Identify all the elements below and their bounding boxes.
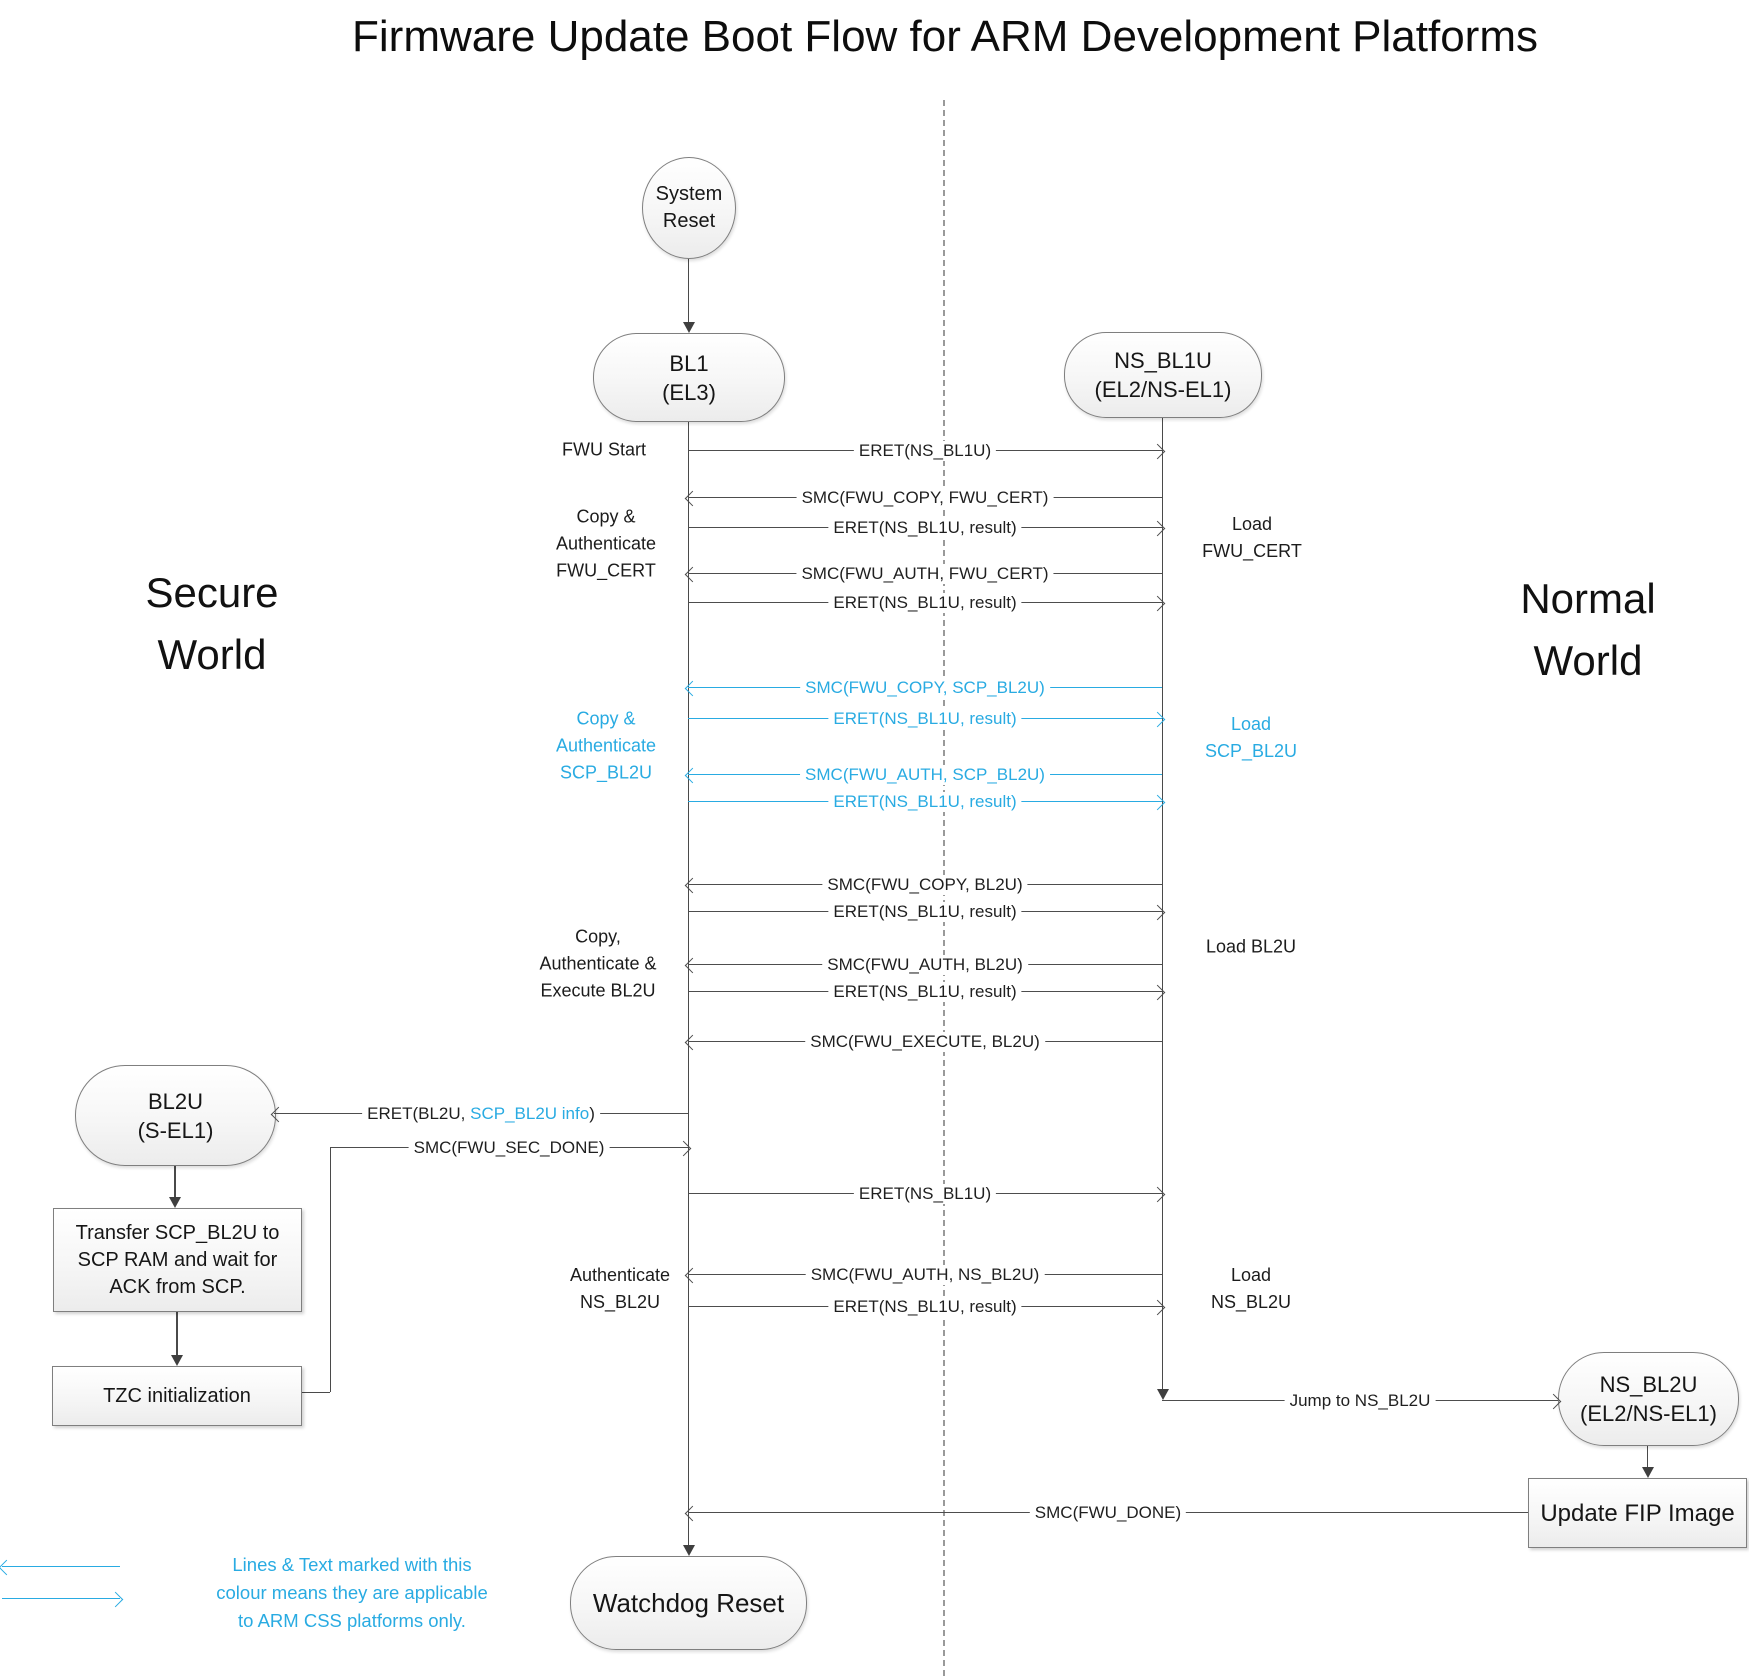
message-label: Jump to NS_BL2U <box>1284 1391 1436 1411</box>
node-bl1: BL1 (EL3) <box>593 333 785 422</box>
node-update-fip-label: Update FIP Image <box>1540 1499 1735 1527</box>
legend-arrow-left <box>2 1566 120 1567</box>
msg-eret-result-6: ERET(NS_BL1U, result) <box>688 982 1162 1002</box>
activity-load-ns-bl2u: Load NS_BL2U <box>1210 1265 1292 1312</box>
node-transfer-scp-label: Transfer SCP_BL2U to SCP RAM and wait fo… <box>75 1221 280 1298</box>
message-label: SMC(FWU_AUTH, NS_BL2U) <box>805 1265 1045 1285</box>
message-label: ERET(NS_BL1U, result) <box>828 1297 1022 1317</box>
msg-eret-ns-bl1u-2: ERET(NS_BL1U) <box>688 1184 1162 1204</box>
activity-load-fwu-cert: Load FWU_CERT <box>1202 514 1302 561</box>
message-label-part-blue: SCP_BL2U info <box>470 1104 590 1123</box>
msg-smc-fwu-copy-scp-bl2u: SMC(FWU_COPY, SCP_BL2U) <box>688 678 1162 698</box>
msg-eret-bl2u-scp-info: ERET(BL2U, SCP_BL2U info) <box>274 1104 688 1124</box>
ns-bl2u-to-update-fip-arrow <box>1641 1444 1654 1478</box>
system-reset-to-bl1-arrow <box>682 257 695 333</box>
activity-load-scp-bl2u: Load SCP_BL2U <box>1204 714 1298 761</box>
msg-smc-fwu-auth-bl2u: SMC(FWU_AUTH, BL2U) <box>688 955 1162 975</box>
activity-copy-auth-exec-bl2u: Copy, Authenticate & Execute BL2U <box>539 926 657 1001</box>
legend-note: Lines & Text marked with this colour mea… <box>216 1554 488 1631</box>
msg-smc-fwu-copy-bl2u: SMC(FWU_COPY, BL2U) <box>688 875 1162 895</box>
node-watchdog-reset-label: Watchdog Reset <box>592 1588 785 1618</box>
node-system-reset: System Reset <box>642 157 736 259</box>
node-tzc-init: TZC initialization <box>52 1366 302 1426</box>
message-label-part: ) <box>589 1104 595 1123</box>
msg-smc-fwu-done: SMC(FWU_DONE) <box>688 1503 1528 1523</box>
msg-eret-result-5: ERET(NS_BL1U, result) <box>688 902 1162 922</box>
msg-jump-to-ns-bl2u: Jump to NS_BL2U <box>1162 1391 1558 1411</box>
activity-copy-auth-fwu-cert: Copy & Authenticate FWU_CERT <box>555 506 657 581</box>
node-ns-bl1u: NS_BL1U (EL2/NS-EL1) <box>1064 332 1262 418</box>
message-label: SMC(FWU_AUTH, BL2U) <box>822 955 1028 975</box>
msg-eret-ns-bl1u-start: ERET(NS_BL1U) <box>688 441 1162 461</box>
message-label: ERET(NS_BL1U, result) <box>828 982 1022 1002</box>
bl1-lifeline <box>682 420 695 1556</box>
message-label: SMC(FWU_COPY, SCP_BL2U) <box>800 678 1050 698</box>
message-label-part: ERET(BL2U, <box>367 1104 471 1123</box>
message-label: SMC(FWU_COPY, FWU_CERT) <box>796 488 1054 508</box>
node-watchdog-reset: Watchdog Reset <box>570 1556 807 1650</box>
node-ns-bl2u: NS_BL2U (EL2/NS-EL1) <box>1558 1352 1739 1446</box>
normal-world-label: Normal World <box>1520 575 1656 684</box>
message-label: ERET(BL2U, SCP_BL2U info) <box>362 1104 600 1124</box>
message-label: SMC(FWU_SEC_DONE) <box>408 1138 610 1158</box>
node-system-reset-label: System Reset <box>655 183 723 232</box>
activity-auth-ns-bl2u: Authenticate NS_BL2U <box>569 1265 671 1312</box>
msg-smc-fwu-auth-scp-bl2u: SMC(FWU_AUTH, SCP_BL2U) <box>688 765 1162 785</box>
message-label: SMC(FWU_DONE) <box>1029 1503 1187 1523</box>
msg-smc-fwu-copy-fwu-cert: SMC(FWU_COPY, FWU_CERT) <box>688 488 1162 508</box>
node-ns-bl1u-label: NS_BL1U (EL2/NS-EL1) <box>1094 348 1232 402</box>
message-label: SMC(FWU_COPY, BL2U) <box>822 875 1028 895</box>
secure-world-label: Secure World <box>145 569 279 678</box>
message-label: SMC(FWU_AUTH, SCP_BL2U) <box>800 765 1050 785</box>
message-label: ERET(NS_BL1U, result) <box>828 593 1022 613</box>
node-update-fip: Update FIP Image <box>1528 1478 1747 1548</box>
message-label: ERET(NS_BL1U) <box>853 441 997 461</box>
activity-load-bl2u: Load BL2U <box>1205 936 1297 957</box>
activity-fwu-start: FWU Start <box>562 439 646 460</box>
activity-copy-auth-scp-bl2u: Copy & Authenticate SCP_BL2U <box>555 708 657 783</box>
legend-arrow-right <box>2 1598 120 1599</box>
node-ns-bl2u-label: NS_BL2U (EL2/NS-EL1) <box>1580 1372 1717 1426</box>
message-label: SMC(FWU_EXECUTE, BL2U) <box>805 1032 1045 1052</box>
page-title: Firmware Update Boot Flow for ARM Develo… <box>352 12 1538 61</box>
node-transfer-scp: Transfer SCP_BL2U to SCP RAM and wait fo… <box>53 1208 302 1312</box>
message-label: ERET(NS_BL1U, result) <box>828 518 1022 538</box>
message-label: ERET(NS_BL1U, result) <box>828 902 1022 922</box>
node-tzc-init-label: TZC initialization <box>103 1384 251 1407</box>
msg-smc-fwu-auth-ns-bl2u: SMC(FWU_AUTH, NS_BL2U) <box>688 1265 1162 1285</box>
msg-eret-result-3: ERET(NS_BL1U, result) <box>688 709 1162 729</box>
node-bl1-label: BL1 (EL3) <box>662 350 716 405</box>
msg-eret-result-2: ERET(NS_BL1U, result) <box>688 593 1162 613</box>
message-label: SMC(FWU_AUTH, FWU_CERT) <box>796 564 1054 584</box>
ns-bl1u-lifeline <box>1156 416 1169 1400</box>
bl2u-to-transfer-arrow <box>169 1164 181 1208</box>
msg-eret-result-7: ERET(NS_BL1U, result) <box>688 1297 1162 1317</box>
msg-eret-result-1: ERET(NS_BL1U, result) <box>688 518 1162 538</box>
msg-smc-fwu-sec-done: SMC(FWU_SEC_DONE) <box>330 1138 688 1158</box>
msg-eret-result-4: ERET(NS_BL1U, result) <box>688 792 1162 812</box>
message-label: ERET(NS_BL1U, result) <box>828 792 1022 812</box>
msg-smc-fwu-auth-fwu-cert: SMC(FWU_AUTH, FWU_CERT) <box>688 564 1162 584</box>
tzc-elbow-horizontal <box>300 1392 330 1393</box>
message-label: ERET(NS_BL1U, result) <box>828 709 1022 729</box>
node-bl2u-label: BL2U (S-EL1) <box>137 1088 214 1143</box>
tzc-elbow-vertical <box>330 1147 331 1392</box>
node-bl2u: BL2U (S-EL1) <box>75 1065 276 1166</box>
msg-smc-fwu-execute-bl2u: SMC(FWU_EXECUTE, BL2U) <box>688 1032 1162 1052</box>
message-label: ERET(NS_BL1U) <box>853 1184 997 1204</box>
transfer-to-tzc-arrow <box>171 1310 183 1366</box>
